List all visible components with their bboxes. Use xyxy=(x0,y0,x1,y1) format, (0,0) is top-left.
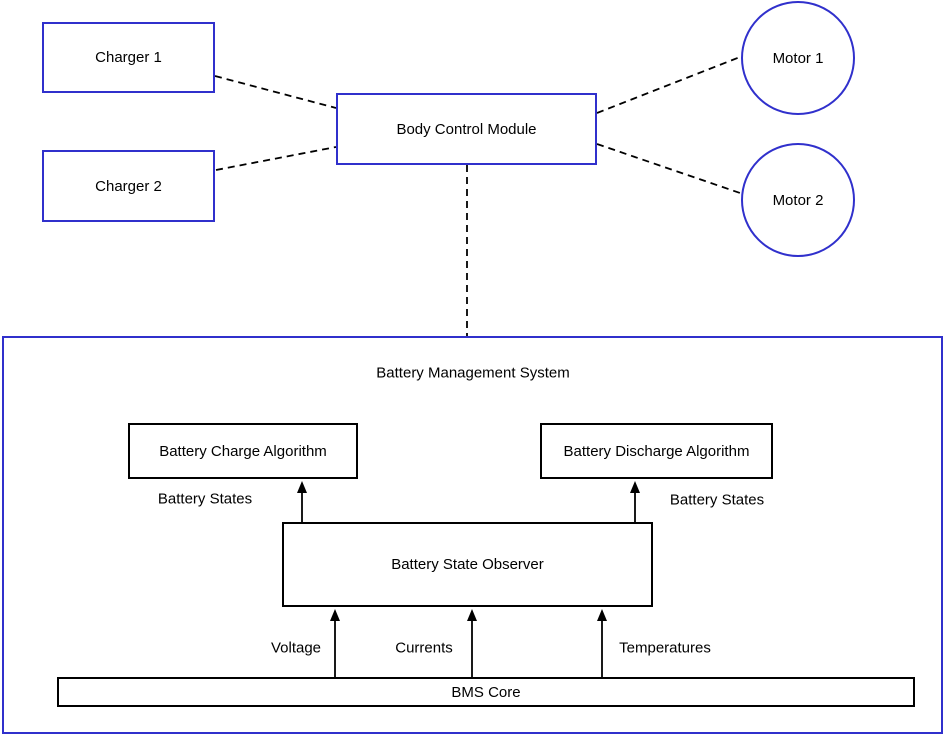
edge-charger1-bcm-dashed xyxy=(214,75,337,109)
edge-label-currents: Currents xyxy=(393,639,455,657)
edge-label-temperatures: Temperatures xyxy=(617,639,713,657)
node-motor-2: Motor 2 xyxy=(741,143,855,257)
motor-2-label: Motor 2 xyxy=(772,191,824,209)
battery-charge-algorithm-label: Battery Charge Algorithm xyxy=(159,442,327,460)
bms-core-label: BMS Core xyxy=(451,683,521,701)
edge-label-battery-states-right: Battery States xyxy=(667,491,767,509)
node-battery-management-system xyxy=(2,336,943,734)
arrow-observer-to-discharge-head xyxy=(630,481,640,493)
node-charger-1: Charger 1 xyxy=(42,22,215,93)
motor-1-label: Motor 1 xyxy=(772,49,824,67)
edge-bcm-motor2-dashed xyxy=(596,143,741,194)
charger-2-label: Charger 2 xyxy=(95,177,162,195)
body-control-module-label: Body Control Module xyxy=(396,120,537,138)
node-battery-state-observer: Battery State Observer xyxy=(282,522,653,607)
battery-state-observer-label: Battery State Observer xyxy=(391,556,544,573)
node-motor-1: Motor 1 xyxy=(741,1,855,115)
node-battery-discharge-algorithm: Battery Discharge Algorithm xyxy=(540,423,773,479)
node-body-control-module: Body Control Module xyxy=(336,93,597,165)
battery-discharge-algorithm-label: Battery Discharge Algorithm xyxy=(563,442,750,460)
edge-label-voltage: Voltage xyxy=(268,639,324,657)
arrow-voltage-head xyxy=(330,609,340,621)
arrow-temperatures-head xyxy=(597,609,607,621)
charger-1-label: Charger 1 xyxy=(95,49,162,66)
edge-bcm-motor1-dashed xyxy=(596,56,741,114)
arrow-observer-to-charge-head xyxy=(297,481,307,493)
node-bms-core: BMS Core xyxy=(57,677,915,707)
edge-label-battery-states-left: Battery States xyxy=(155,490,255,508)
node-charger-2: Charger 2 xyxy=(42,150,215,222)
battery-management-system-title: Battery Management System xyxy=(376,364,570,382)
arrow-currents-head xyxy=(467,609,477,621)
edge-charger2-bcm-dashed xyxy=(215,146,337,171)
node-battery-charge-algorithm: Battery Charge Algorithm xyxy=(128,423,358,479)
